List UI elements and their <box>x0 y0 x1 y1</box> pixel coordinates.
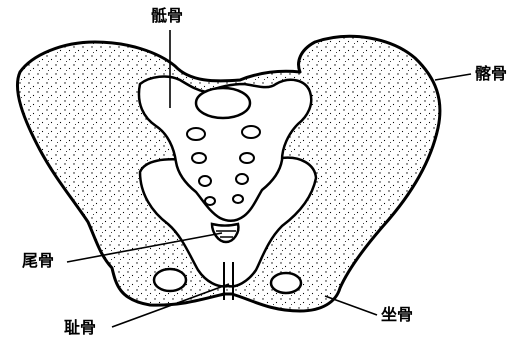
sacral-promontory <box>196 88 250 118</box>
label-pubis: 耻骨 <box>64 320 96 336</box>
label-coccyx: 尾骨 <box>22 253 54 269</box>
label-ilium: 髂骨 <box>475 66 507 82</box>
label-sacrum: 骶骨 <box>151 8 183 24</box>
obturator-foramen-left <box>154 269 186 291</box>
label-ischium: 坐骨 <box>381 307 413 323</box>
obturator-foramen-right <box>271 273 301 293</box>
leader-line-ischium <box>325 296 377 315</box>
leader-line-ilium <box>435 74 471 80</box>
